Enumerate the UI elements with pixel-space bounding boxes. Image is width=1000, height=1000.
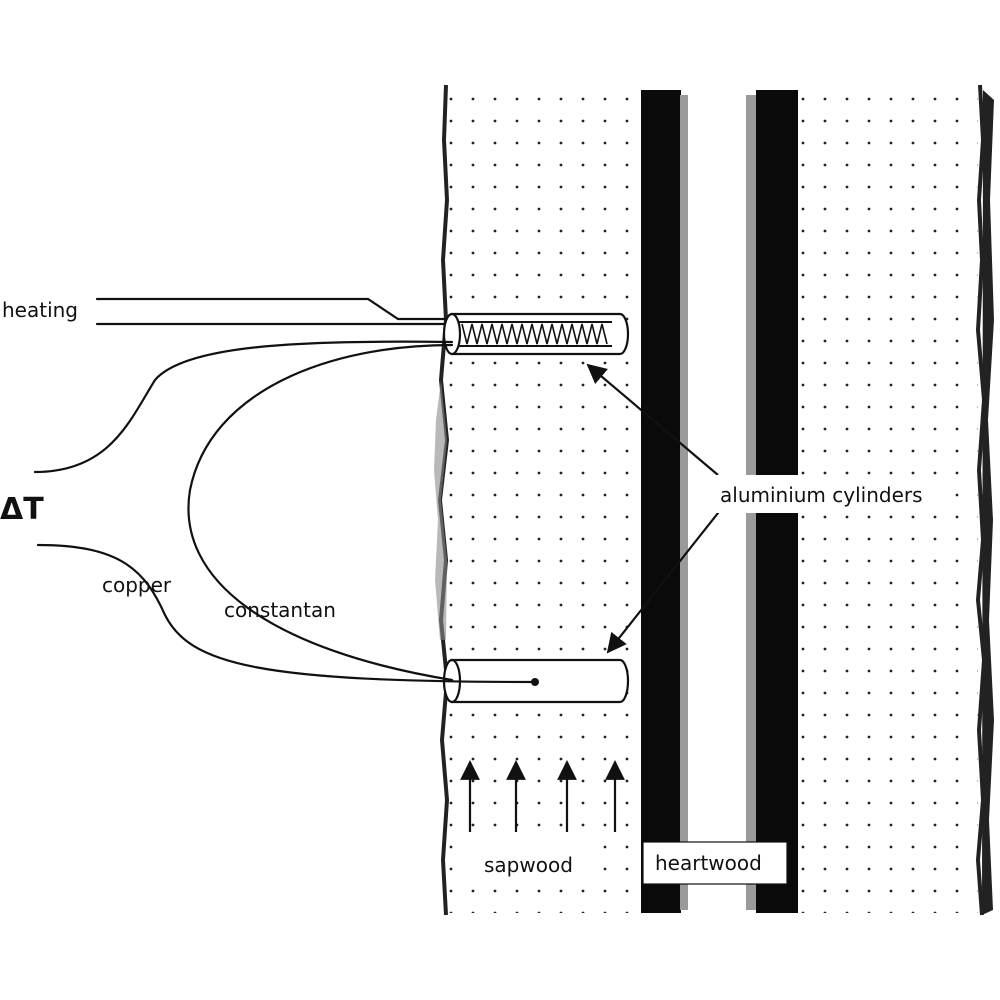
pointer-arrow-upper (586, 363, 719, 476)
sapwood-region-left (448, 88, 640, 913)
copper-wire-lower (36, 543, 537, 684)
heating-wire-upper (95, 297, 454, 321)
label-aluminium-cylinders: aluminium cylinders (720, 483, 923, 507)
label-heating: heating (2, 298, 78, 322)
label-sapwood: sapwood (484, 853, 573, 877)
heartwood-label-bg (642, 841, 788, 885)
bark-left (437, 84, 450, 916)
upper-aluminium-cylinder (442, 312, 630, 356)
heating-coil (461, 323, 608, 345)
constantan-wire (187, 343, 454, 682)
heartwood-band-left (641, 90, 681, 913)
aluminium-label-bg (712, 475, 947, 513)
sapwood-label-bg (470, 845, 598, 883)
label-delta-t: ΔT (0, 492, 44, 527)
heartwood-band-left-shade (680, 95, 688, 910)
bark-right-shade (982, 90, 994, 915)
label-heartwood: heartwood (655, 851, 762, 875)
pointer-arrow-lower (606, 507, 723, 654)
bark-left-shade (434, 380, 447, 640)
label-constantan: constantan (224, 598, 336, 622)
label-copper: copper (102, 573, 172, 597)
copper-wire-upper (33, 340, 454, 474)
